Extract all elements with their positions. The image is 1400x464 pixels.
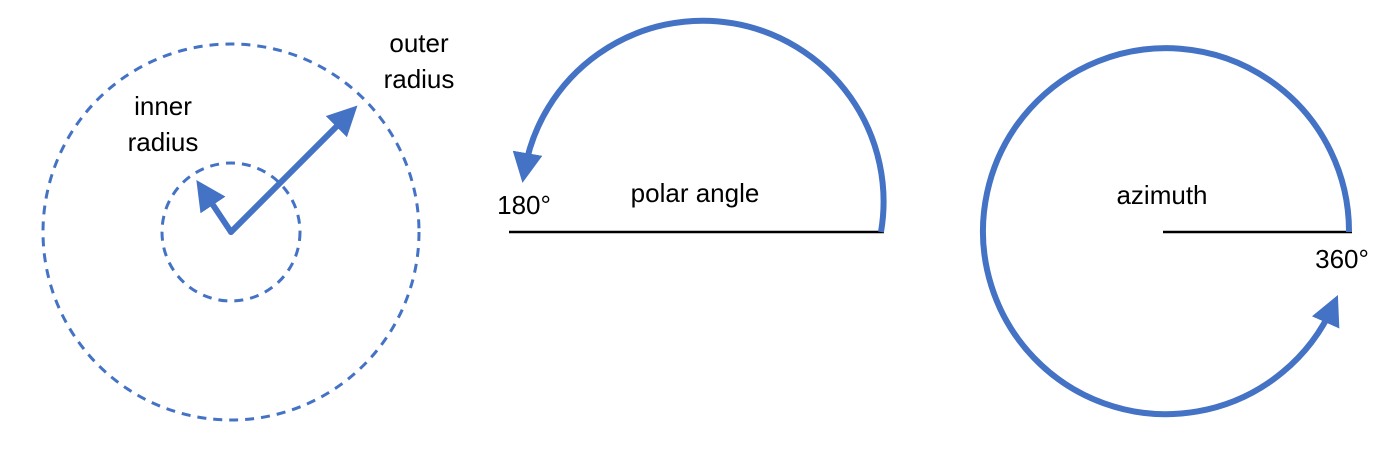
polar-angle-label: polar angle <box>631 178 760 208</box>
polar-angle-arc <box>512 17 887 233</box>
inner-radius-arrow <box>196 180 234 235</box>
outer-radius-label-line1: outer <box>389 28 449 58</box>
inner-radius-label-line1: inner <box>134 91 192 121</box>
inner-radius-label-line2: radius <box>128 127 199 157</box>
inner-radius-circle <box>160 161 302 303</box>
azimuth-arc <box>980 45 1353 418</box>
outer-radius-arrow <box>228 105 358 235</box>
azimuth-panel: azimuth 360° <box>980 45 1369 418</box>
outer-radius-label-line2: radius <box>384 64 455 94</box>
polar-end-label: 180° <box>497 190 551 220</box>
polar-angle-panel: polar angle 180° <box>497 17 887 234</box>
azimuth-end-label: 360° <box>1315 244 1369 274</box>
azimuth-label: azimuth <box>1116 180 1207 210</box>
radius-panel: outer radius inner radius <box>41 28 455 422</box>
outer-radius-circle <box>41 42 421 422</box>
